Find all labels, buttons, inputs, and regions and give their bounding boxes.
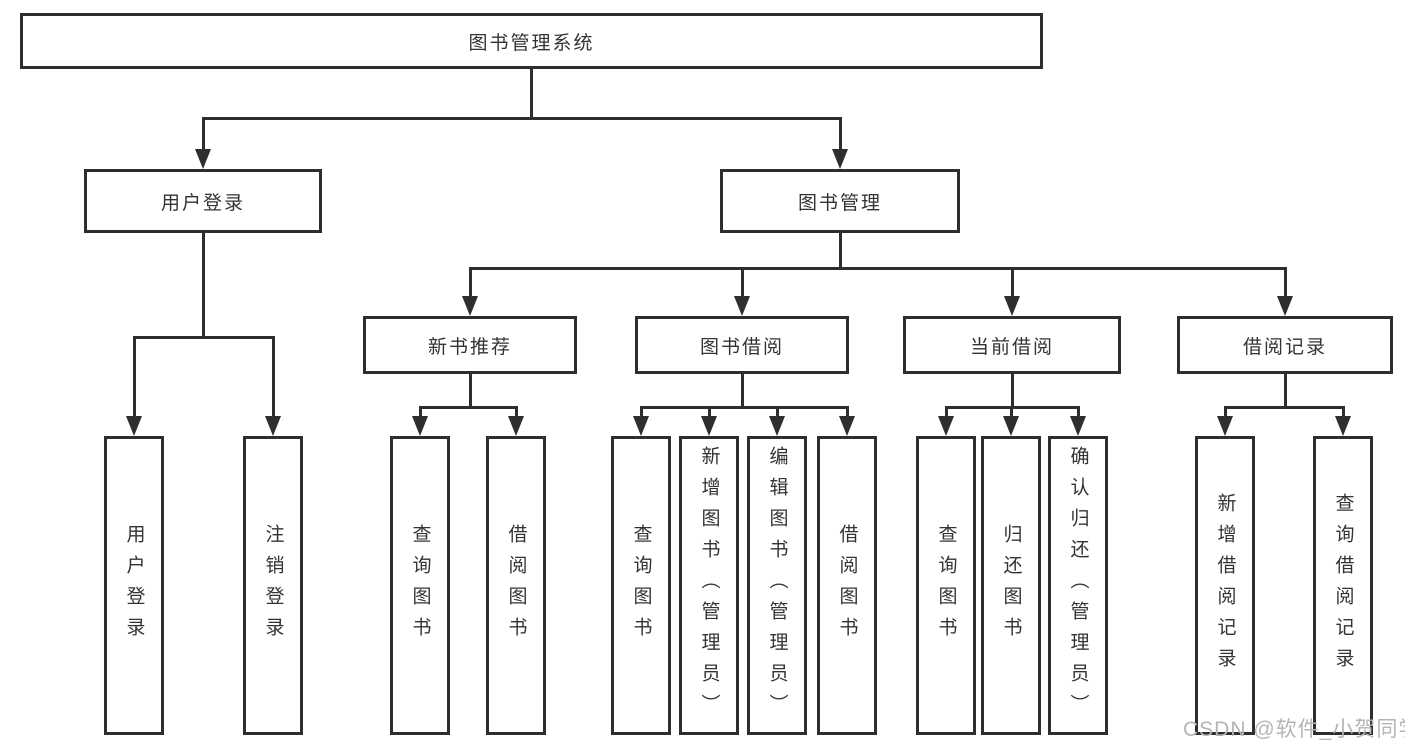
connector-line <box>202 117 205 151</box>
connector-line <box>640 406 849 409</box>
connector-line <box>419 406 422 418</box>
connector-line <box>708 406 711 418</box>
arrowhead-icon <box>1335 416 1351 436</box>
connector-line <box>272 336 275 418</box>
leaf-logout-label: 注销登录 <box>262 523 284 648</box>
node-root-label: 图书管理系统 <box>468 32 595 54</box>
leaf-add-book-admin-label: 新增图书（管理员） <box>698 446 720 725</box>
connector-line <box>133 336 275 339</box>
node-current-borrowing: 当前借阅 <box>903 316 1121 374</box>
leaf-add-borrow-record-label: 新增借阅记录 <box>1214 492 1236 679</box>
leaf-confirm-return-admin-label: 确认归还（管理员） <box>1067 446 1089 725</box>
leaf-query-books-recommend-label: 查询图书 <box>409 523 431 648</box>
connector-line <box>945 406 948 418</box>
arrowhead-icon <box>1004 296 1020 316</box>
arrowhead-icon <box>832 149 848 169</box>
arrowhead-icon <box>701 416 717 436</box>
arrowhead-icon <box>1070 416 1086 436</box>
watermark: CSDN @软件_小贺同学 <box>1183 718 1405 741</box>
connector-line <box>1010 406 1013 418</box>
leaf-user-login-label: 用户登录 <box>123 523 145 648</box>
leaf-query-borrow-record: 查询借阅记录 <box>1313 436 1373 735</box>
node-book-borrowing-label: 图书借阅 <box>699 336 784 358</box>
connector-line <box>419 406 518 409</box>
arrowhead-icon <box>195 149 211 169</box>
leaf-query-books-borrowing-label: 查询图书 <box>630 523 652 648</box>
arrowhead-icon <box>126 416 142 436</box>
arrowhead-icon <box>769 416 785 436</box>
node-root: 图书管理系统 <box>20 13 1043 69</box>
leaf-user-login: 用户登录 <box>104 436 164 735</box>
node-new-book-recommend-label: 新书推荐 <box>427 336 512 358</box>
leaf-add-borrow-record: 新增借阅记录 <box>1195 436 1255 735</box>
leaf-logout: 注销登录 <box>243 436 303 735</box>
arrowhead-icon <box>1217 416 1233 436</box>
leaf-query-books-recommend: 查询图书 <box>390 436 450 735</box>
node-borrow-records-label: 借阅记录 <box>1242 336 1327 358</box>
leaf-query-borrow-record-label: 查询借阅记录 <box>1332 492 1354 679</box>
node-book-borrowing: 图书借阅 <box>635 316 849 374</box>
leaf-edit-book-admin-label: 编辑图书（管理员） <box>766 446 788 725</box>
connector-line <box>839 117 842 151</box>
leaf-query-books-current-label: 查询图书 <box>935 523 957 648</box>
arrowhead-icon <box>1003 416 1019 436</box>
leaf-borrow-books-recommend: 借阅图书 <box>486 436 546 735</box>
connector-line <box>640 406 643 418</box>
connector-line <box>1011 374 1014 408</box>
connector-line <box>515 406 518 418</box>
connector-line <box>469 267 472 298</box>
arrowhead-icon <box>1277 296 1293 316</box>
arrowhead-icon <box>839 416 855 436</box>
arrowhead-icon <box>462 296 478 316</box>
arrowhead-icon <box>508 416 524 436</box>
node-book-management-label: 图书管理 <box>797 192 882 214</box>
connector-line <box>741 374 744 408</box>
node-borrow-records: 借阅记录 <box>1177 316 1393 374</box>
connector-line <box>839 233 842 269</box>
connector-line <box>1224 406 1345 409</box>
connector-line <box>1011 267 1014 298</box>
arrowhead-icon <box>412 416 428 436</box>
leaf-query-books-current: 查询图书 <box>916 436 976 735</box>
node-new-book-recommend: 新书推荐 <box>363 316 577 374</box>
arrowhead-icon <box>734 296 750 316</box>
leaf-borrow-books-recommend-label: 借阅图书 <box>505 523 527 648</box>
connector-line <box>202 233 205 338</box>
leaf-add-book-admin: 新增图书（管理员） <box>679 436 739 735</box>
node-user-login-label: 用户登录 <box>160 192 245 214</box>
connector-line <box>1284 374 1287 408</box>
connector-line <box>776 406 779 418</box>
connector-line <box>741 267 744 298</box>
node-book-management: 图书管理 <box>720 169 960 233</box>
arrowhead-icon <box>265 416 281 436</box>
leaf-edit-book-admin: 编辑图书（管理员） <box>747 436 807 735</box>
connector-line <box>469 267 1287 270</box>
connector-line <box>846 406 849 418</box>
leaf-confirm-return-admin: 确认归还（管理员） <box>1048 436 1108 735</box>
node-user-login: 用户登录 <box>84 169 322 233</box>
leaf-query-books-borrowing: 查询图书 <box>611 436 671 735</box>
node-current-borrowing-label: 当前借阅 <box>969 336 1054 358</box>
connector-line <box>1224 406 1227 418</box>
connector-line <box>202 117 842 120</box>
leaf-borrow-books-borrowing: 借阅图书 <box>817 436 877 735</box>
arrowhead-icon <box>633 416 649 436</box>
connector-line <box>133 336 136 418</box>
leaf-return-book-label: 归还图书 <box>1000 523 1022 648</box>
arrowhead-icon <box>938 416 954 436</box>
connector-line <box>1342 406 1345 418</box>
connector-line <box>469 374 472 408</box>
connector-line <box>1284 267 1287 298</box>
leaf-return-book: 归还图书 <box>981 436 1041 735</box>
connector-line <box>530 69 533 119</box>
leaf-borrow-books-borrowing-label: 借阅图书 <box>836 523 858 648</box>
connector-line <box>1077 406 1080 418</box>
